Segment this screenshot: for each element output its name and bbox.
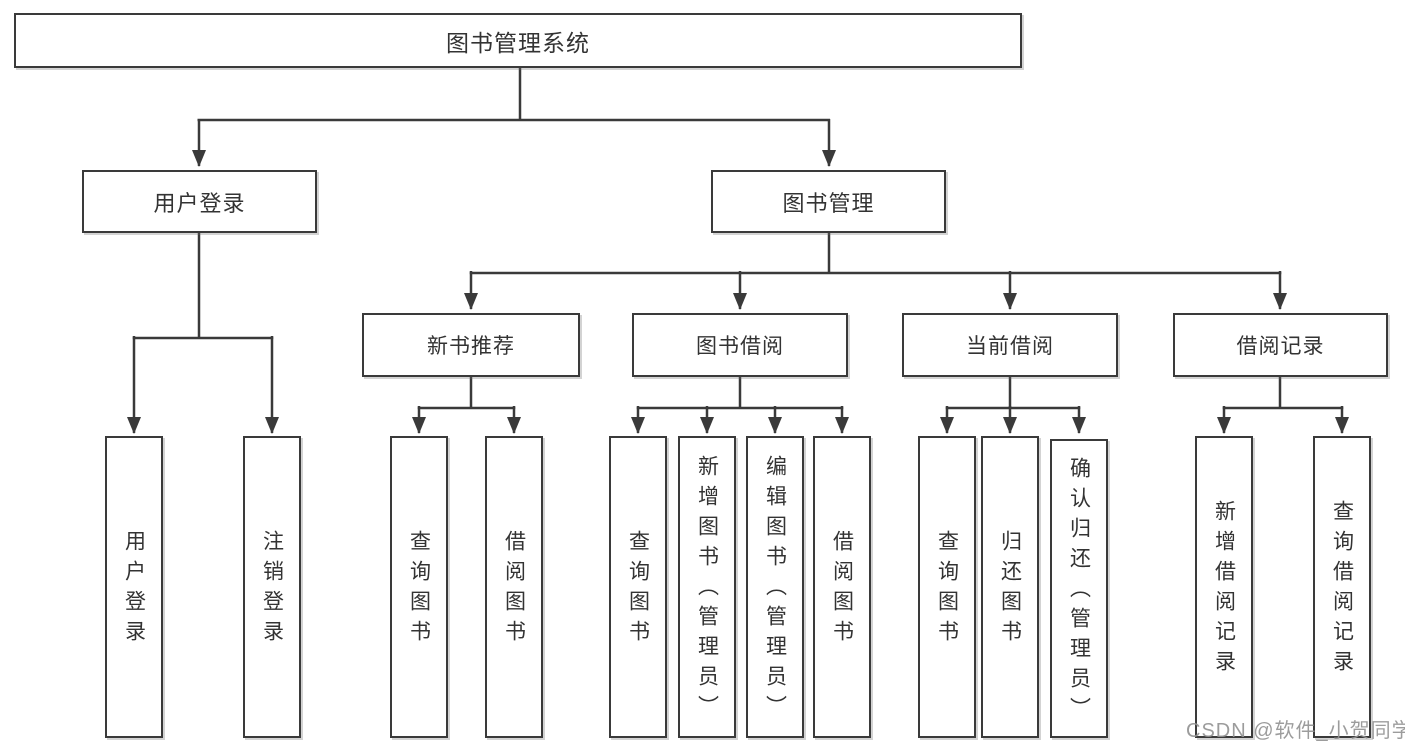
node-current-borrow: 当前借阅 [902,313,1118,377]
node-leaf-borrow-books-2: 借阅图书 [813,436,871,738]
node-leaf-query-books-1: 查询图书 [390,436,448,738]
node-user-login-branch: 用户登录 [82,170,317,233]
node-new-book-recommend: 新书推荐 [362,313,580,377]
node-leaf-add-borrow-record: 新增借阅记录 [1195,436,1253,738]
node-leaf-query-books-2: 查询图书 [609,436,667,738]
node-book-management-branch: 图书管理 [711,170,946,233]
node-leaf-borrow-books-1: 借阅图书 [485,436,543,738]
node-library-management-system: 图书管理系统 [14,13,1022,68]
watermark-text: CSDN @软件_小贺同学 [1186,720,1405,742]
node-borrow-records: 借阅记录 [1173,313,1388,377]
node-leaf-return-book: 归还图书 [981,436,1039,738]
node-book-borrow: 图书借阅 [632,313,848,377]
node-leaf-query-borrow-record: 查询借阅记录 [1313,436,1371,738]
node-leaf-add-book-admin: 新增图书（管理员） [678,436,736,738]
node-leaf-user-login: 用户登录 [105,436,163,738]
node-leaf-query-books-3: 查询图书 [918,436,976,738]
node-leaf-confirm-return-admin: 确认归还（管理员） [1050,439,1108,738]
node-leaf-logout: 注销登录 [243,436,301,738]
node-leaf-edit-book-admin: 编辑图书（管理员） [746,436,804,738]
